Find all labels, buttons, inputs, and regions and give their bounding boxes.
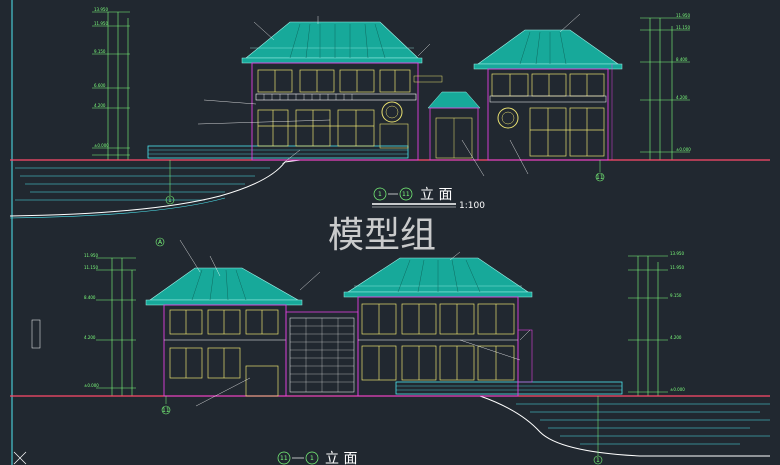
top-round-window-right (497, 107, 519, 129)
bottom-link-block (285, 311, 359, 397)
svg-text:A: A (158, 239, 163, 246)
bottom-grid-bubble-11: 11 (161, 396, 171, 415)
top-view-scale: 1:100 (459, 201, 485, 211)
top-round-window-left (381, 101, 403, 123)
top-view-title-label: 立 面 (420, 187, 452, 203)
svg-text:11.950: 11.950 (670, 265, 684, 270)
top-grid-bubble-1: 1 (165, 160, 175, 205)
svg-text:11: 11 (162, 407, 170, 414)
svg-text:11.950: 11.950 (94, 21, 108, 26)
watermark-text: 模型组 (328, 215, 436, 256)
svg-text:9.150: 9.150 (670, 293, 682, 298)
bottom-leader-lines (179, 239, 531, 407)
svg-text:1: 1 (168, 197, 172, 204)
svg-text:13.950: 13.950 (670, 251, 684, 256)
top-left-roof-upper (245, 21, 419, 59)
top-water-lines (15, 167, 270, 201)
top-bank-curve (9, 159, 301, 217)
bottom-elevation: 11.950 11.150 8.400 4.200 ±0.000 13.950 … (10, 237, 770, 465)
bottom-view-title: 11 1 立 面 (277, 451, 357, 465)
svg-text:8.400: 8.400 (84, 295, 96, 300)
svg-text:11.150: 11.150 (676, 25, 690, 30)
top-grid-bubble-11: 11 (595, 160, 605, 182)
svg-text:1: 1 (310, 455, 314, 462)
svg-text:8.400: 8.400 (676, 57, 688, 62)
svg-text:13.950: 13.950 (94, 7, 108, 12)
bottom-left-elevation-marks: 11.950 11.150 8.400 4.200 ±0.000 (84, 253, 99, 388)
bottom-platform (395, 381, 623, 395)
svg-text:11: 11 (402, 191, 410, 198)
bottom-right-dimension-chain (628, 255, 668, 396)
svg-text:4.200: 4.200 (676, 95, 688, 100)
bottom-bank-curve (479, 395, 770, 457)
svg-text:9.150: 9.150 (94, 49, 106, 54)
bottom-left-building (145, 267, 303, 397)
ucs-cross-icon (13, 451, 27, 465)
bottom-right-building (343, 257, 533, 397)
svg-text:4.200: 4.200 (94, 103, 106, 108)
svg-text:1: 1 (596, 457, 600, 464)
svg-text:±0.000: ±0.000 (670, 387, 685, 392)
top-left-building (241, 21, 423, 161)
top-left-elevation-marks: 13.950 11.950 9.150 6.600 4.200 ±0.000 (94, 7, 109, 148)
svg-text:4.200: 4.200 (84, 335, 96, 340)
svg-text:6.600: 6.600 (94, 83, 106, 88)
bottom-grid-bubble-A: A (155, 237, 165, 247)
top-platform (147, 145, 409, 159)
top-view-title: 1 11 立 面 1:100 (372, 187, 485, 211)
top-entry-pavilion (413, 75, 481, 161)
svg-text:±0.000: ±0.000 (94, 143, 109, 148)
top-left-dimension-chain (92, 11, 130, 160)
svg-text:4.200: 4.200 (670, 335, 682, 340)
svg-text:±0.000: ±0.000 (676, 147, 691, 152)
bottom-left-dimension-chain (96, 257, 136, 396)
svg-text:11.950: 11.950 (84, 253, 98, 258)
bottom-grid-bubble-1: 1 (593, 396, 603, 465)
top-right-elevation-marks: 11.950 11.150 8.400 4.200 ±0.000 (676, 13, 691, 152)
svg-text:±0.000: ±0.000 (84, 383, 99, 388)
svg-text:11.950: 11.950 (676, 13, 690, 18)
svg-text:11: 11 (596, 174, 604, 181)
top-right-building (473, 29, 623, 161)
bottom-water-lines (516, 403, 770, 445)
bottom-view-title-label: 立 面 (325, 451, 357, 465)
bottom-right-elevation-marks: 13.950 11.950 9.150 4.200 ±0.000 (670, 251, 685, 392)
top-right-dimension-chain (640, 17, 690, 160)
svg-text:11: 11 (280, 455, 288, 462)
svg-text:1: 1 (378, 191, 382, 198)
svg-text:11.150: 11.150 (84, 265, 98, 270)
top-elevation: 13.950 11.950 9.150 6.600 4.200 ±0.000 1… (9, 7, 770, 219)
top-leader-lines (197, 13, 581, 177)
